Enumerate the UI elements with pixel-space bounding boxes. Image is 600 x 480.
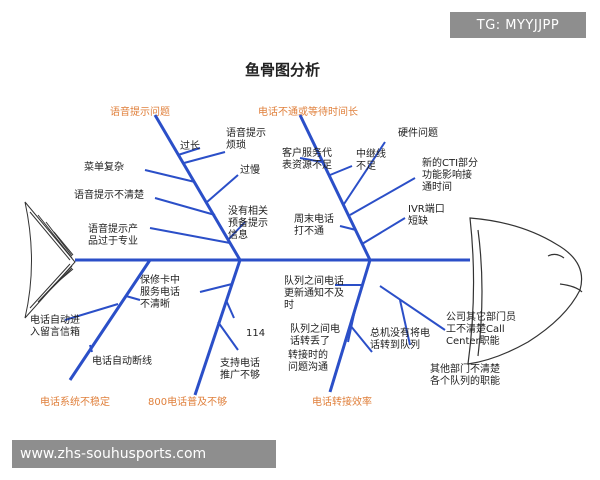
cause-line: 中继线 (356, 147, 386, 160)
cause-line: 菜单复杂 (84, 160, 124, 173)
cause-line: 电话自动进 (30, 313, 80, 326)
cause-line: 工不清楚Call (446, 322, 505, 335)
cause-line: 114 (246, 328, 265, 339)
fish-tail (24, 201, 76, 319)
cause-label-c4: 过慢 (240, 163, 260, 176)
fish-head (467, 217, 583, 365)
category-busy-wait: 电话不通或等待时间长 (258, 105, 358, 118)
cause-line: 语音提示 (226, 126, 266, 139)
cause-line: 周末电话 (294, 212, 334, 225)
cause-line: 转接时的 (288, 348, 328, 361)
cause-line: 电话自动断线 (92, 354, 152, 367)
cause-label-c19: 队列之间电话更新通知不及时 (284, 274, 344, 311)
cause-line: 短缺 (408, 214, 428, 227)
cause-line: 话转丢了 (290, 334, 330, 347)
cause-label-c9: 中继线不足 (356, 147, 386, 172)
cause-label-c11: 新的CTI部分功能影响接通时间 (422, 156, 478, 193)
cause-line: 硬件问题 (398, 126, 438, 139)
cause-line: 入留言信箱 (30, 325, 80, 338)
cause-line: 新的CTI部分 (422, 156, 478, 169)
cause-label-c18: 支持电话推广不够 (220, 356, 260, 381)
cause-label-c6: 没有相关预备提示信息 (228, 204, 268, 241)
cause-line: 烦琐 (226, 138, 246, 151)
cause-line: 过长 (180, 139, 200, 152)
cause-line: 表资源不足 (282, 158, 332, 171)
cause-line: 预备提示 (228, 216, 268, 229)
cause-line: 总机没有将电 (370, 326, 430, 339)
cause-line: 打不通 (294, 224, 324, 237)
cause-line: 话转到队列 (370, 338, 420, 351)
category-system-unstable: 电话系统不稳定 (40, 395, 110, 408)
cause-line: 保修卡中 (140, 273, 180, 286)
diagram-title: 鱼骨图分析 (245, 61, 320, 79)
cause-label-c10: 硬件问题 (398, 126, 438, 139)
cause-line: 其他部门不清楚 (430, 362, 500, 375)
top-bones (153, 114, 372, 261)
cause-label-c21: 转接时的问题沟通 (288, 348, 328, 373)
cause-label-c13: IVR端口短缺 (408, 202, 445, 227)
cause-label-c17: 电话自动断线 (92, 354, 152, 367)
category-800-popularity: 800电话普及不够 (148, 395, 227, 408)
cause-line: 问题沟通 (288, 360, 328, 373)
watermark-top: TG: MYYJJPP (450, 12, 586, 38)
cause-label-c1: 语音提示烦琐 (226, 126, 266, 151)
cause-line: 品过于专业 (88, 234, 138, 247)
cause-label-c3: 菜单复杂 (84, 160, 124, 173)
cause-line: 语音提示不清楚 (74, 188, 144, 201)
cause-line: 没有相关 (228, 204, 268, 217)
cause-label-c8: 客户服务代表资源不足 (282, 146, 332, 171)
category-transfer-efficiency: 电话转接效率 (312, 395, 372, 408)
cause-label-c14: 电话自动进入留言信箱 (30, 313, 80, 338)
cause-line: 通时间 (422, 180, 452, 193)
cause-label-c24: 其他部门不清楚各个队列的职能 (430, 362, 500, 387)
cause-line: 信息 (228, 228, 248, 241)
cause-label-c20: 队列之间电话转丢了 (290, 322, 340, 347)
cause-label-c22: 总机没有将电话转到队列 (370, 326, 430, 351)
cause-line: 支持电话 (220, 356, 260, 369)
cause-label-c7: 语音提示产品过于专业 (88, 222, 138, 247)
watermark-bottom: www.zhs-souhusports.com (12, 440, 276, 468)
cause-line: 更新通知不及 (284, 286, 344, 299)
cause-line: 时 (284, 299, 294, 311)
cause-line: 各个队列的职能 (430, 374, 500, 387)
cause-line: Center职能 (446, 334, 500, 347)
cause-line: 公司其它部门员 (446, 310, 516, 323)
cause-line: 过慢 (240, 163, 260, 176)
cause-line: 语音提示产 (88, 222, 138, 235)
cause-label-c2: 过长 (180, 139, 200, 152)
bottom-sub-bones (64, 283, 446, 353)
cause-line: 不足 (356, 160, 376, 172)
cause-label-c16: 114 (246, 328, 265, 339)
category-voice-prompt: 语音提示问题 (110, 105, 170, 118)
cause-line: 队列之间电话 (284, 274, 344, 287)
cause-label-c12: 周末电话打不通 (294, 212, 334, 237)
cause-line: 队列之间电 (290, 322, 340, 335)
cause-line: 不清晰 (140, 297, 170, 310)
cause-line: 功能影响接 (422, 168, 472, 181)
cause-label-c5: 语音提示不清楚 (74, 188, 144, 201)
cause-label-c15: 保修卡中服务电话不清晰 (140, 273, 180, 310)
cause-line: 推广不够 (220, 368, 260, 381)
cause-line: 客户服务代 (282, 146, 332, 159)
cause-line: IVR端口 (408, 202, 445, 215)
cause-labels: 语音提示烦琐 过长 菜单复杂 过慢 语音提示不清楚 没有相关预备提示信息 语音提… (30, 126, 516, 387)
cause-line: 服务电话 (140, 285, 180, 298)
top-sub-bones (144, 141, 416, 245)
